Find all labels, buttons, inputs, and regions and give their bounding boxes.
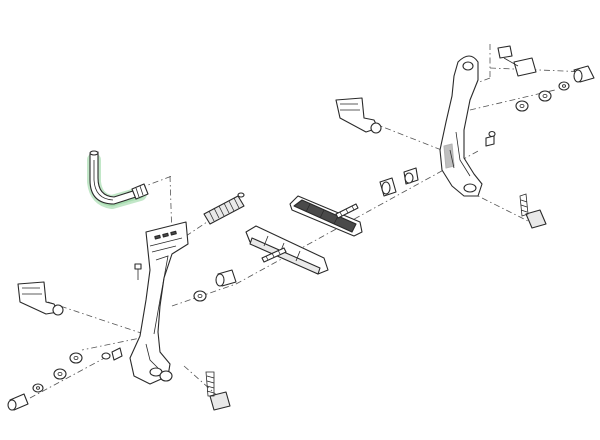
- left-washer-5[interactable]: [32, 383, 44, 393]
- right-washer-3[interactable]: [515, 100, 529, 112]
- right-mounting-boss[interactable]: [335, 97, 382, 134]
- noodle: [89, 150, 149, 205]
- noodle-boot: [131, 183, 149, 200]
- brake-pad-left[interactable]: [245, 225, 329, 275]
- spring-pin: [134, 263, 142, 280]
- right-small-screw[interactable]: [485, 135, 495, 147]
- left-washer-4[interactable]: [53, 368, 67, 380]
- right-top-bolt[interactable]: [497, 45, 537, 77]
- brake-pad-right[interactable]: [289, 195, 363, 237]
- right-washer-1[interactable]: [558, 81, 570, 91]
- cable-boot[interactable]: [203, 192, 245, 225]
- cable-clamp-slots: [154, 230, 177, 240]
- center-spacer-2[interactable]: [403, 167, 419, 185]
- left-spacer[interactable]: [215, 269, 237, 287]
- left-arm-fixing-bolt[interactable]: [205, 371, 231, 411]
- center-spacer[interactable]: [379, 177, 397, 197]
- left-nut[interactable]: [159, 370, 173, 382]
- left-small-screw[interactable]: [111, 347, 123, 361]
- assembly-axis-lines: [29, 44, 589, 399]
- right-washer-2[interactable]: [538, 90, 552, 102]
- right-end-cap[interactable]: [573, 65, 595, 83]
- left-washer-3[interactable]: [69, 352, 83, 364]
- left-mounting-boss[interactable]: [17, 281, 64, 316]
- left-brake-arm[interactable]: [129, 221, 189, 385]
- left-end-cap[interactable]: [7, 393, 29, 411]
- left-washer-2[interactable]: [101, 352, 111, 360]
- right-arm-fixing-bolt[interactable]: [519, 193, 547, 229]
- left-washer-1[interactable]: [193, 290, 207, 302]
- right-brake-arm[interactable]: [439, 55, 483, 197]
